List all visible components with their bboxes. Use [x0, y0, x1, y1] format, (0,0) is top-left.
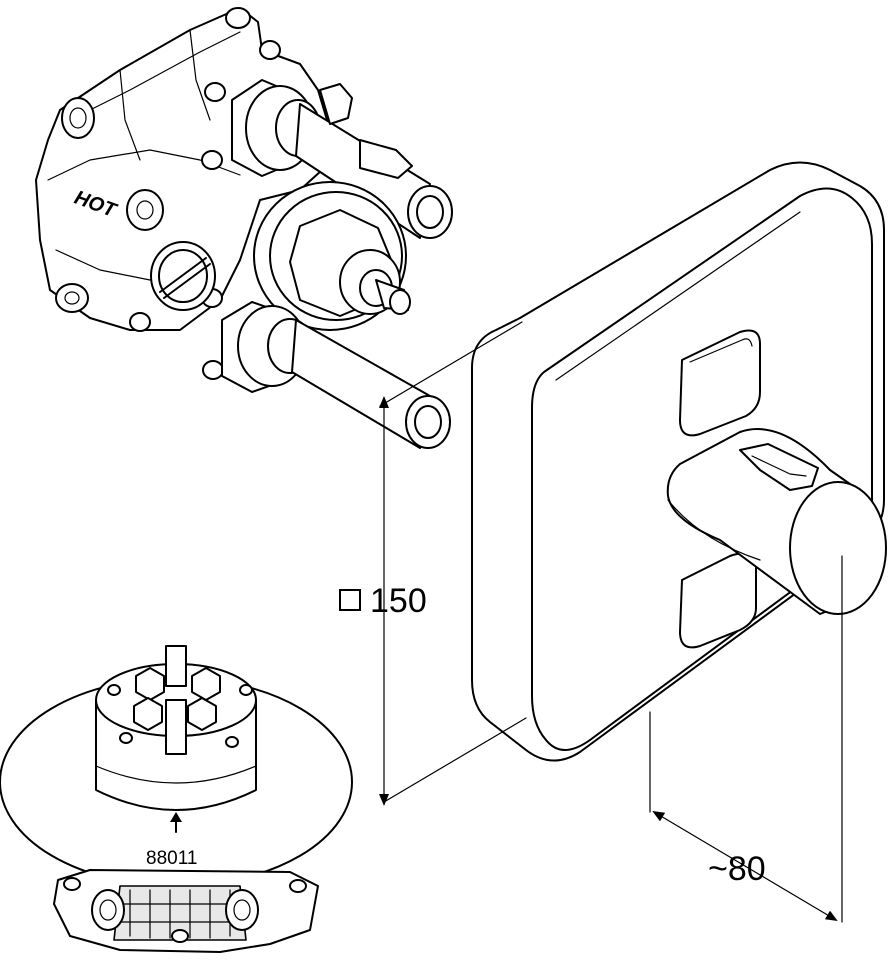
depth-dimension: ~80 [649, 555, 843, 923]
part-number-label: 88011 [146, 848, 197, 869]
upper-inlet-pipe [231, 79, 453, 239]
install-plate-illustration: 88011 [0, 645, 353, 953]
square-dimension-symbol-icon [339, 589, 361, 611]
trim-plate-illustration [471, 161, 887, 762]
lower-inlet-pipe [221, 301, 451, 449]
height-dimension: 150 [339, 321, 527, 806]
central-cartridge [253, 181, 411, 331]
depth-dimension-label: ~80 [708, 850, 766, 888]
height-dimension-label: 150 [370, 582, 427, 620]
